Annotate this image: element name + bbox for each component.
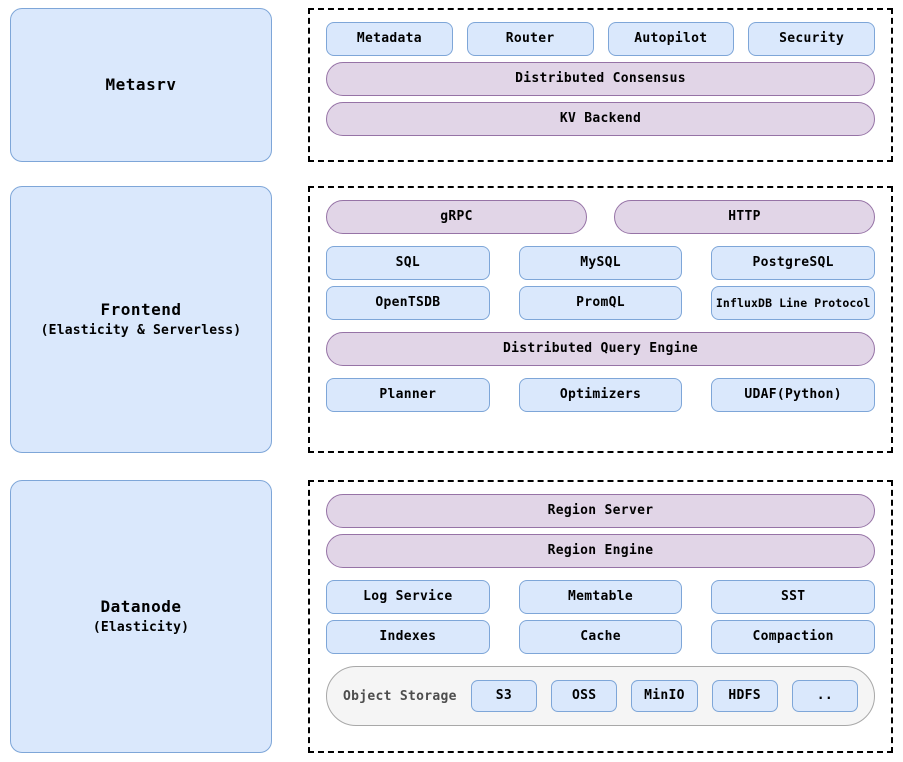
layer-panel-frontend: Frontend (Elasticity & Serverless) <box>10 186 272 453</box>
component-udaf-python[interactable]: UDAF(Python) <box>711 378 876 412</box>
component-log-service[interactable]: Log Service <box>326 580 490 614</box>
component-row: KV Backend <box>326 102 875 136</box>
component-mysql[interactable]: MySQL <box>518 246 683 280</box>
component-http[interactable]: HTTP <box>614 200 875 234</box>
component-router[interactable]: Router <box>466 22 594 56</box>
object-storage-backends: S3 OSS MinIO HDFS .. <box>470 680 859 712</box>
layer-subtitle-datanode: (Elasticity) <box>92 620 190 636</box>
layer-group-datanode: Region Server Region Engine Log Service … <box>308 480 893 753</box>
component-memtable[interactable]: Memtable <box>518 580 683 614</box>
component-cache[interactable]: Cache <box>518 620 683 654</box>
component-distributed-query-engine[interactable]: Distributed Query Engine <box>326 332 875 366</box>
component-minio[interactable]: MinIO <box>631 680 698 712</box>
component-region-engine[interactable]: Region Engine <box>326 534 875 568</box>
layer-title-frontend: Frontend <box>100 300 182 320</box>
component-grpc[interactable]: gRPC <box>326 200 587 234</box>
component-row: OpenTSDB PromQL InfluxDB Line Protocol <box>326 286 876 320</box>
component-distributed-consensus[interactable]: Distributed Consensus <box>326 62 875 96</box>
component-indexes[interactable]: Indexes <box>326 620 490 654</box>
component-row: Distributed Query Engine <box>326 332 875 366</box>
layer-panel-datanode: Datanode (Elasticity) <box>10 480 272 753</box>
component-hdfs[interactable]: HDFS <box>711 680 778 712</box>
component-compaction[interactable]: Compaction <box>711 620 876 654</box>
component-influxdb-line-protocol[interactable]: InfluxDB Line Protocol <box>711 286 876 320</box>
component-sql[interactable]: SQL <box>326 246 490 280</box>
object-storage-label: Object Storage <box>343 688 457 704</box>
component-autopilot[interactable]: Autopilot <box>607 22 735 56</box>
layer-panel-metasrv: Metasrv <box>10 8 272 162</box>
component-planner[interactable]: Planner <box>326 378 490 412</box>
component-row: Region Server <box>326 494 875 528</box>
component-row: Metadata Router Autopilot Security <box>326 22 875 56</box>
layer-group-metasrv: Metadata Router Autopilot Security Distr… <box>308 8 893 162</box>
component-row: gRPC HTTP <box>326 200 875 234</box>
component-row: Indexes Cache Compaction <box>326 620 876 654</box>
component-more[interactable]: .. <box>791 680 859 712</box>
layer-title-datanode: Datanode <box>100 597 182 617</box>
component-row: Object Storage S3 OSS MinIO HDFS .. <box>326 666 875 726</box>
layer-group-frontend: gRPC HTTP SQL MySQL PostgreSQL OpenTSDB … <box>308 186 893 453</box>
object-storage-group: Object Storage S3 OSS MinIO HDFS .. <box>326 666 875 726</box>
component-row: Distributed Consensus <box>326 62 875 96</box>
component-opentsdb[interactable]: OpenTSDB <box>326 286 490 320</box>
component-row: Log Service Memtable SST <box>326 580 876 614</box>
component-s3[interactable]: S3 <box>470 680 538 712</box>
component-region-server[interactable]: Region Server <box>326 494 875 528</box>
component-postgresql[interactable]: PostgreSQL <box>711 246 876 280</box>
component-security[interactable]: Security <box>748 22 875 56</box>
layer-title-metasrv: Metasrv <box>105 75 177 95</box>
component-oss[interactable]: OSS <box>551 680 618 712</box>
component-row: Region Engine <box>326 534 875 568</box>
component-sst[interactable]: SST <box>711 580 876 614</box>
component-kv-backend[interactable]: KV Backend <box>326 102 875 136</box>
component-promql[interactable]: PromQL <box>518 286 683 320</box>
component-optimizers[interactable]: Optimizers <box>518 378 683 412</box>
component-metadata[interactable]: Metadata <box>326 22 453 56</box>
component-row: SQL MySQL PostgreSQL <box>326 246 876 280</box>
component-row: Planner Optimizers UDAF(Python) <box>326 378 876 412</box>
layer-subtitle-frontend: (Elasticity & Serverless) <box>40 323 242 339</box>
